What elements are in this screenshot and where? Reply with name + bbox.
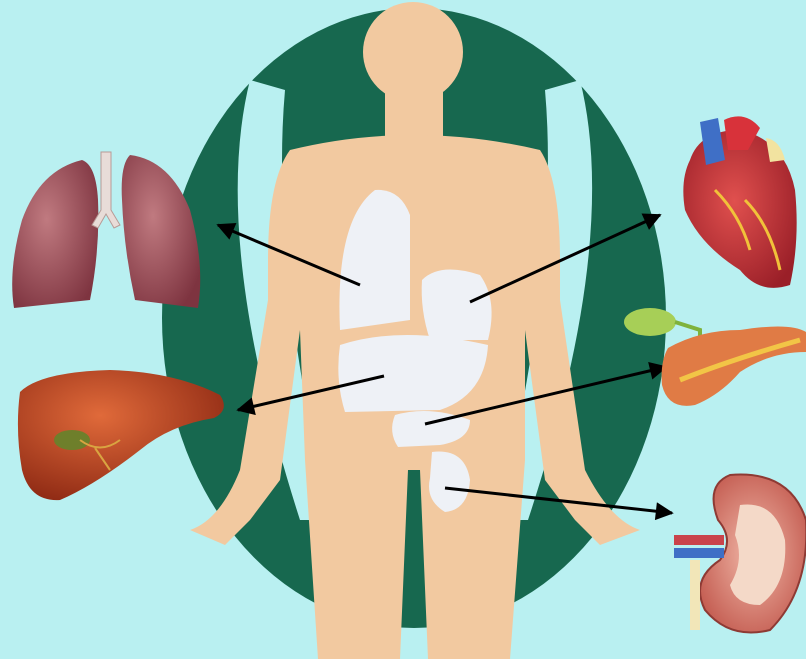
heart-in-body xyxy=(422,270,492,340)
